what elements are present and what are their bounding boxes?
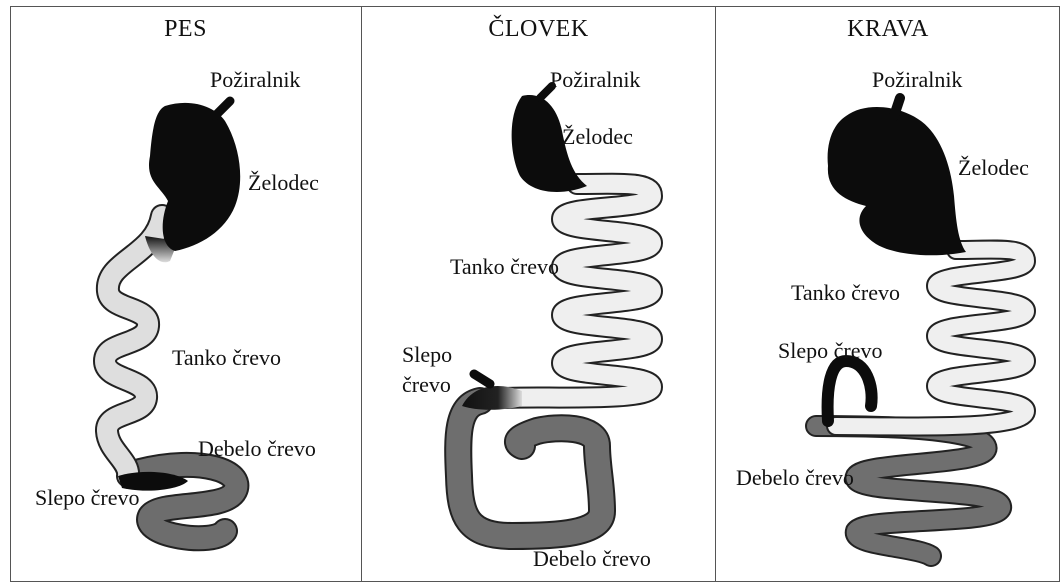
- cow-esophagus: [894, 98, 900, 116]
- dog-esophagus: [215, 101, 230, 116]
- panel-human: ČLOVEK Požiralnik Želodec Tanko črevo Sl…: [362, 6, 715, 582]
- human-appendix: [474, 374, 490, 384]
- human-small-intestine: [507, 184, 652, 398]
- label-cecum-dog: Slepo črevo: [35, 486, 139, 510]
- panel-dog: PES Požiralnik Želodec Tanko črevo Debel…: [10, 6, 361, 582]
- cow-stomach: [828, 107, 966, 255]
- cow-cecum: [828, 361, 872, 421]
- label-large-intestine-cow: Debelo črevo: [736, 466, 854, 490]
- panel-cow: KRAVA Požiralnik Želodec Tanko črevo Sle…: [716, 6, 1060, 582]
- label-esophagus-human: Požiralnik: [550, 68, 640, 92]
- cow-large-intestine: [816, 426, 1001, 556]
- label-stomach-dog: Želodec: [248, 171, 319, 195]
- human-large-intestine: [458, 401, 602, 536]
- label-esophagus-dog: Požiralnik: [210, 68, 300, 92]
- label-stomach-cow: Želodec: [958, 156, 1029, 180]
- label-esophagus-cow: Požiralnik: [872, 68, 962, 92]
- label-large-intestine-dog: Debelo črevo: [198, 437, 316, 461]
- human-digestive-tract: [362, 6, 715, 582]
- label-small-intestine-human: Tanko črevo: [450, 255, 559, 279]
- label-cecum-human-line1: Slepo: [402, 343, 452, 367]
- label-cecum-cow: Slepo črevo: [778, 339, 882, 363]
- label-large-intestine-human: Debelo črevo: [533, 547, 651, 571]
- label-small-intestine-cow: Tanko črevo: [791, 281, 900, 305]
- label-stomach-human: Želodec: [562, 125, 633, 149]
- label-cecum-human-line2: črevo: [402, 373, 451, 397]
- label-small-intestine-dog: Tanko črevo: [172, 346, 281, 370]
